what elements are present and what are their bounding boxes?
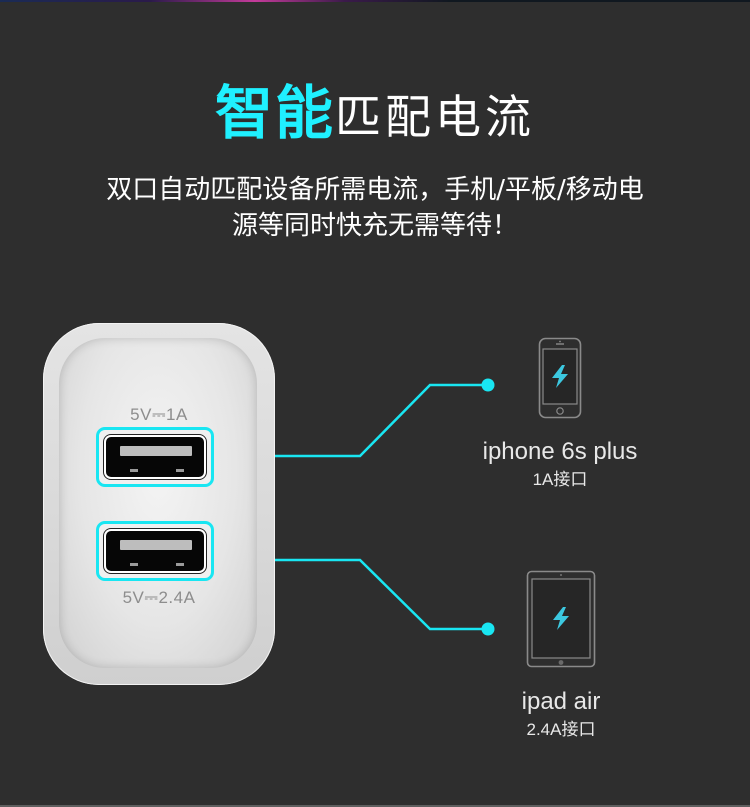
bottom-divider: [0, 805, 750, 807]
title-rest: 匹配电流: [335, 90, 535, 144]
usb-pin: [130, 563, 138, 566]
usb-charger: 5V⎓1A 5V⎓2.4A: [43, 323, 275, 685]
usb-port-1: [106, 437, 204, 477]
usb-tongue: [120, 540, 192, 550]
title-highlight: 智能: [214, 79, 335, 147]
device-label-iphone: iphone 6s plus 1A接口: [450, 438, 670, 491]
tablet-charging-icon: [526, 570, 596, 668]
port-2-label: 5V⎓2.4A: [122, 588, 196, 607]
device-name: iphone 6s plus: [482, 438, 638, 465]
port-1-label: 5V⎓1A: [130, 405, 188, 424]
usb-port-2: [106, 531, 204, 571]
page-title: 智能匹配电流: [0, 78, 750, 152]
usb-pin: [176, 563, 184, 566]
usb-tongue: [120, 446, 192, 456]
subtitle-line-1: 双口自动匹配设备所需电流，手机/平板/移动电: [106, 175, 644, 205]
subtitle-line-2: 源等同时快充无需等待！: [231, 211, 518, 241]
device-name: ipad air: [521, 688, 601, 715]
usb-port-2-highlight[interactable]: [96, 521, 214, 581]
top-banner-strip: [0, 0, 750, 2]
device-spec: 1A接口: [532, 470, 588, 489]
device-label-ipad: ipad air 2.4A接口: [451, 688, 671, 741]
device-spec: 2.4A接口: [526, 720, 596, 739]
subtitle: 双口自动匹配设备所需电流，手机/平板/移动电 源等同时快充无需等待！: [40, 172, 710, 244]
usb-pin: [130, 469, 138, 472]
usb-port-1-highlight[interactable]: [96, 427, 214, 487]
usb-pin: [176, 469, 184, 472]
phone-charging-icon: [538, 337, 582, 419]
charger-face: 5V⎓1A 5V⎓2.4A: [59, 338, 257, 668]
